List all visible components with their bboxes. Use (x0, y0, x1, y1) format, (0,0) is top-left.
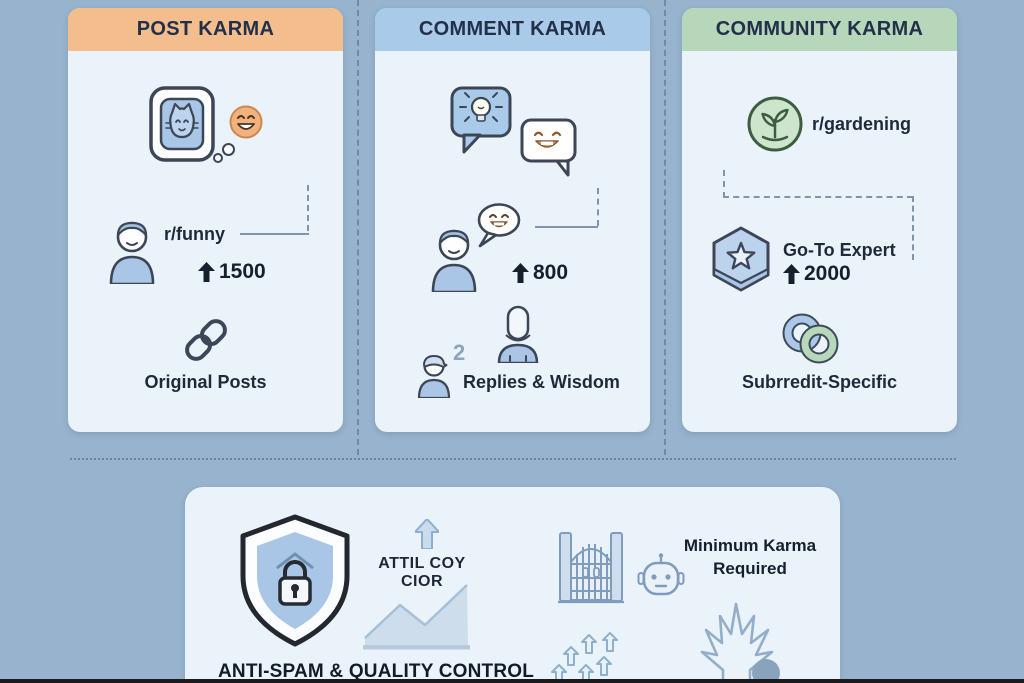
smiley-bubble-icon (520, 118, 577, 177)
vertical-divider (357, 0, 359, 455)
anti-spam-title: ANTI-SPAM & QUALITY CONTROL (218, 661, 535, 682)
connector-line (535, 226, 598, 228)
cat-post-icon (149, 86, 215, 162)
post-karma-footer: Original Posts (144, 372, 267, 392)
smiley-bubble-icon (477, 203, 521, 248)
community-karma-header: COMMUNITY KARMA (682, 8, 957, 51)
connector-line (240, 233, 309, 235)
burst-icon (700, 602, 774, 683)
arrow-cluster-icon (551, 632, 618, 683)
upvote-arrow-icon (512, 263, 529, 283)
karma-count: 800 (512, 261, 568, 285)
person-icon (109, 221, 155, 284)
karma-value: 2000 (804, 262, 851, 285)
horizontal-divider (70, 458, 956, 460)
mic-person-icon (497, 305, 539, 363)
community-karma-title: COMMUNITY KARMA (715, 18, 924, 40)
comment-karma-title: COMMENT KARMA (418, 18, 607, 40)
comment-karma-card: COMMENT KARMA (375, 8, 650, 432)
karma-count: 1500 (198, 260, 266, 284)
expert-label: Go-To Expert (783, 240, 896, 260)
reply-count-badge: 2 (453, 340, 466, 365)
shield-lock-icon (240, 514, 350, 647)
connector-line (912, 196, 914, 260)
community-karma-footer: Subrredit-Specific (741, 372, 898, 392)
sprout-icon (747, 96, 803, 152)
comment-karma-header: COMMENT KARMA (375, 8, 650, 51)
connector-line (723, 170, 725, 198)
connector-line (307, 185, 309, 231)
connector-line (597, 188, 599, 226)
smiley-thought-icon (229, 105, 263, 139)
gate-icon (558, 532, 624, 604)
post-karma-title: POST KARMA (136, 18, 275, 40)
expert-badge-icon (712, 226, 770, 292)
comment-karma-footer: Replies & Wisdom (463, 372, 620, 392)
community-karma-card: COMMUNITY KARMA r/gardening Go-To Expert… (682, 8, 957, 432)
robot-icon (637, 553, 685, 596)
karma-value: 800 (533, 261, 569, 284)
growth-caption: ATTIL COY CIOR (378, 555, 466, 590)
karma-count: 2000 (783, 262, 851, 286)
thought-dot (222, 143, 235, 156)
link-icon (185, 319, 227, 361)
growth-arrow-icon (415, 519, 439, 549)
linked-rings-icon (782, 313, 839, 364)
person-icon (431, 229, 477, 292)
idea-bubble-icon (450, 86, 512, 154)
chart-mountain-icon (363, 584, 470, 650)
upvote-arrow-icon (783, 264, 800, 284)
upvote-arrow-icon (198, 262, 215, 282)
karma-value: 1500 (219, 260, 266, 283)
capped-person-icon (417, 355, 451, 398)
bottom-crop-strip (0, 679, 1024, 683)
connector-line (723, 196, 913, 198)
anti-spam-panel: ATTIL COY CIOR (185, 487, 840, 683)
subreddit-label: r/gardening (812, 114, 912, 134)
thought-dot (213, 153, 223, 163)
post-karma-card: POST KARMA r/funny (68, 8, 343, 432)
gate-caption: Minimum Karma Required (683, 536, 817, 578)
vertical-divider (664, 0, 666, 455)
post-karma-header: POST KARMA (68, 8, 343, 51)
subreddit-label: r/funny (164, 224, 225, 244)
